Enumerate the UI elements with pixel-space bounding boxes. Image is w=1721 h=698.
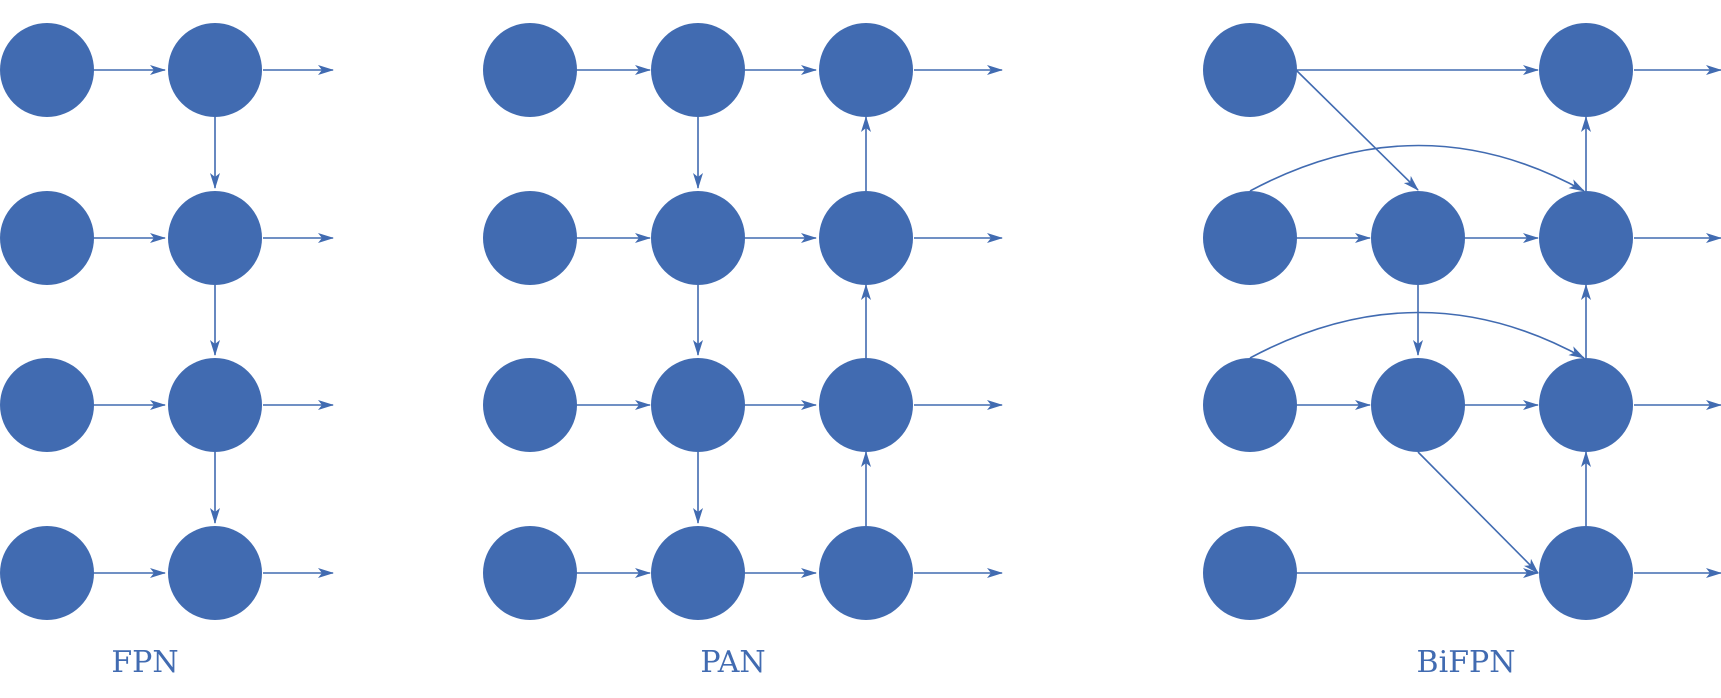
- bifpn-input-node: [1203, 526, 1297, 620]
- bifpn-edges: [1249, 65, 1721, 578]
- bifpn-output-node: [1539, 191, 1633, 285]
- bifpn-input-node: [1203, 191, 1297, 285]
- bifpn-intermediate-node: [1371, 358, 1465, 452]
- pan-bottomup-node: [819, 526, 913, 620]
- pan-input-node: [483, 23, 577, 117]
- bifpn-input-node: [1203, 23, 1297, 117]
- fpn-input-node: [0, 358, 94, 452]
- fpn-input-node: [0, 191, 94, 285]
- fpn-input-node: [0, 526, 94, 620]
- bifpn-output-node: [1539, 358, 1633, 452]
- fpn-node: [168, 23, 262, 117]
- fpn-diagram: FPN: [0, 23, 334, 680]
- pan-bottomup-node: [819, 358, 913, 452]
- bifpn-intermediate-node: [1371, 191, 1465, 285]
- pan-input-node: [483, 358, 577, 452]
- pan-caption: PAN: [700, 645, 765, 680]
- pan-input-node: [483, 191, 577, 285]
- bifpn-diagram: BiFPN: [1203, 23, 1721, 680]
- bifpn-nodes: [1203, 23, 1633, 620]
- bifpn-output-node: [1539, 526, 1633, 620]
- bifpn-input-node: [1203, 358, 1297, 452]
- fpn-node: [168, 358, 262, 452]
- pan-topdown-node: [651, 191, 745, 285]
- pan-topdown-node: [651, 358, 745, 452]
- fpn-nodes: [0, 23, 262, 620]
- pan-nodes: [483, 23, 913, 620]
- fpn-caption: FPN: [111, 645, 178, 680]
- pan-topdown-node: [651, 526, 745, 620]
- pan-bottomup-node: [819, 191, 913, 285]
- bifpn-edge: [1295, 69, 1419, 191]
- fpn-edges: [91, 65, 334, 578]
- bifpn-skip-edge: [1249, 311, 1585, 359]
- pan-bottomup-node: [819, 23, 913, 117]
- fpn-node: [168, 191, 262, 285]
- fpn-input-node: [0, 23, 94, 117]
- fpn-node: [168, 526, 262, 620]
- pan-input-node: [483, 526, 577, 620]
- bifpn-caption: BiFPN: [1417, 645, 1516, 680]
- pan-topdown-node: [651, 23, 745, 117]
- pan-edges: [576, 65, 1003, 578]
- pan-diagram: PAN: [483, 23, 1003, 680]
- bifpn-edge: [1417, 451, 1539, 574]
- bifpn-output-node: [1539, 23, 1633, 117]
- bifpn-skip-edge: [1249, 144, 1585, 192]
